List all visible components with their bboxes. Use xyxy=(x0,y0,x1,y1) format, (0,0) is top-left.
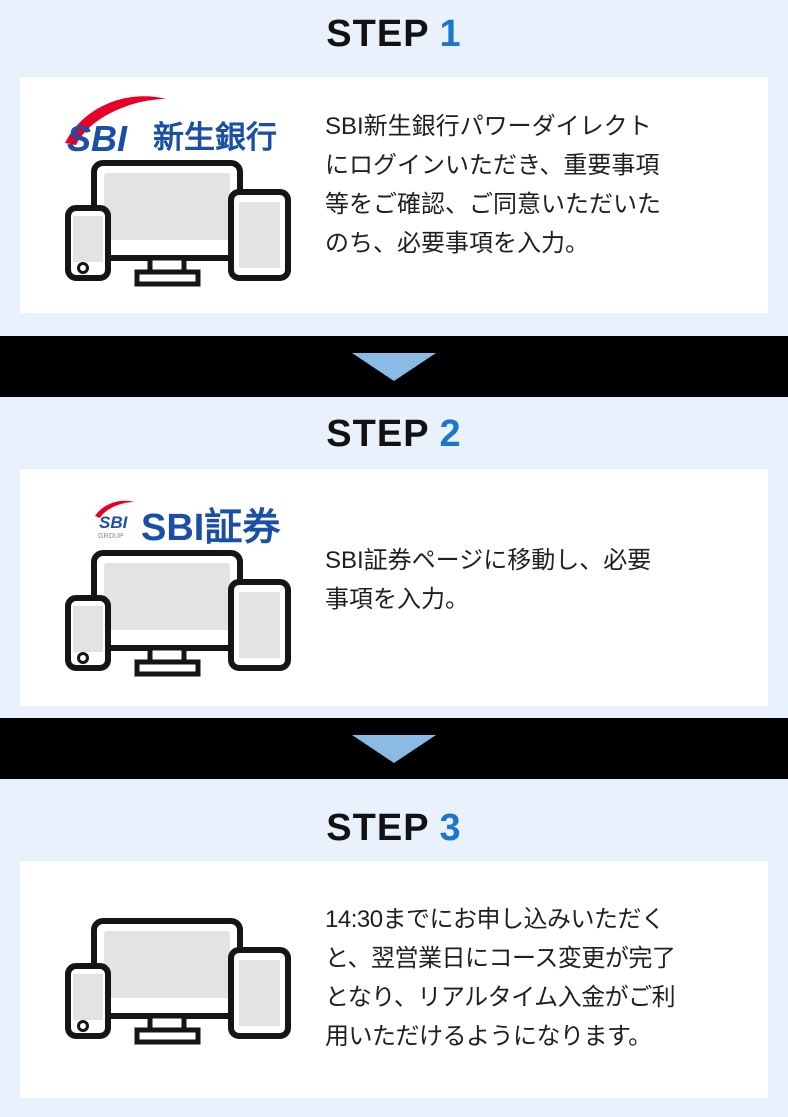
tablet-icon xyxy=(228,579,291,671)
phone-icon xyxy=(65,205,111,281)
description-line: SBI証券ページに移動し、必要 xyxy=(325,547,652,574)
flow-arrow-band xyxy=(0,336,788,397)
step-3-heading-prefix: STEP xyxy=(326,807,430,849)
sbi-securities-logo: SBI GROUP SBI証券 xyxy=(95,500,281,549)
step-2-description: SBI証券ページに移動し、必要 事項を入力。 xyxy=(325,541,754,619)
down-arrow-icon xyxy=(352,734,436,763)
emblem-sbi-text: SBI xyxy=(99,513,129,532)
tablet-icon xyxy=(228,947,291,1039)
step-2-heading-prefix: STEP xyxy=(326,413,430,455)
step-3-heading-number: 3 xyxy=(439,807,462,849)
description-line: 等をご確認、ご同意いただいた xyxy=(325,191,661,218)
tablet-icon xyxy=(228,189,291,281)
down-arrow-icon xyxy=(352,352,436,381)
step-1-heading-prefix: STEP xyxy=(326,13,430,55)
monitor-icon xyxy=(91,918,243,1045)
devices-illustration xyxy=(65,550,291,677)
devices-illustration xyxy=(65,160,291,287)
description-line: 14:30までにお申し込みいただく xyxy=(325,906,665,933)
monitor-icon xyxy=(91,160,243,287)
step-3-card: 14:30までにお申し込みいただく と、翌営業日にコース変更が完了 となり、リア… xyxy=(20,861,768,1098)
phone-icon xyxy=(65,963,111,1039)
flow-arrow-band xyxy=(0,718,788,779)
logo-bank-name-text: 新生銀行 xyxy=(153,120,277,155)
description-line: 用いただけるようになります。 xyxy=(325,1023,652,1050)
step-2-heading-number: 2 xyxy=(439,413,462,455)
sbi-shinsei-bank-logo: SBI 新生銀行 xyxy=(65,96,277,157)
step-3-description: 14:30までにお申し込みいただく と、翌営業日にコース変更が完了 となり、リア… xyxy=(325,900,754,1056)
logo-securities-name-text: SBI証券 xyxy=(141,507,281,549)
step-1-description: SBI新生銀行パワーダイレクト にログインいただき、重要事項 等をご確認、ご同意… xyxy=(325,107,754,263)
emblem-group-text: GROUP xyxy=(98,533,124,540)
logo-sbi-text: SBI xyxy=(67,118,128,157)
description-line: と、翌営業日にコース変更が完了 xyxy=(325,945,676,972)
step-1-card: SBI 新生銀行 SBI新生銀行パワーダイレクト にログインいた xyxy=(20,77,768,313)
step-1-heading-number: 1 xyxy=(439,13,462,55)
logo-swoosh-icon xyxy=(65,96,166,145)
devices-illustration xyxy=(65,918,291,1045)
logo-swoosh-icon xyxy=(95,500,135,518)
description-line: となり、リアルタイム入金がご利 xyxy=(325,984,676,1011)
description-line: のち、必要事項を入力。 xyxy=(325,230,589,257)
description-line: 事項を入力。 xyxy=(325,586,469,613)
monitor-icon xyxy=(91,550,243,677)
description-line: にログインいただき、重要事項 xyxy=(325,152,660,179)
phone-icon xyxy=(65,595,111,671)
step-2-card: SBI GROUP SBI証券 SBI証券ページに移動し、必要 xyxy=(20,469,768,706)
description-line: SBI新生銀行パワーダイレクト xyxy=(325,113,652,140)
